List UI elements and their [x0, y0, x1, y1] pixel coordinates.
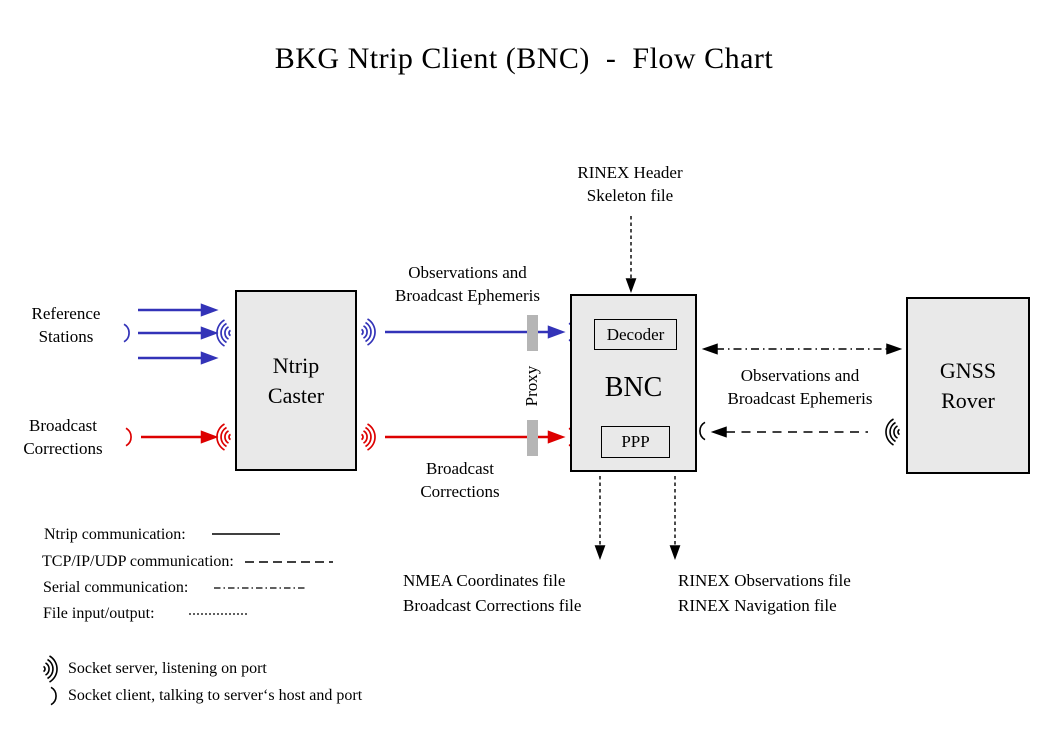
ntrip-caster-label: Ntrip Caster [267, 352, 325, 408]
bnc-label: BNC [604, 372, 663, 403]
reference-stations-arrows [138, 303, 219, 365]
broadcast-corrections-mid-label: Broadcast Corrections [420, 459, 500, 501]
node-ntrip-caster: Ntrip Caster [235, 290, 357, 471]
bnc-output-arrows [594, 476, 681, 561]
legend-serial-label: Serial communication: [43, 579, 189, 596]
socket-client-icon [123, 323, 130, 343]
socket-client-icon [699, 421, 706, 441]
socket-client-icon [125, 427, 132, 447]
socket-server-icon [360, 318, 376, 346]
legend-ntrip-label: Ntrip communication: [44, 526, 186, 543]
gnss-rover-label: GNSS Rover [939, 357, 997, 413]
legend-file-label: File input/output: [43, 605, 155, 622]
socket-server-icon [216, 319, 232, 347]
proxy-bar [527, 315, 538, 351]
ppp-label: PPP [621, 432, 650, 451]
proxy-label: Proxy [522, 365, 541, 407]
node-decoder: Decoder [594, 319, 677, 350]
nmea-outputs-label: NMEA Coordinates file Broadcast Correcti… [403, 571, 582, 615]
socket-server-icon [885, 418, 901, 446]
rinex-header-skeleton-label: RINEX Header Skeleton file [577, 163, 683, 205]
corrections-arrow-mid [385, 430, 566, 444]
socket-server-icon [360, 423, 376, 451]
observations-ephemeris-left-label: Observations and Broadcast Ephemeris [395, 263, 540, 305]
node-bnc: Decoder BNC PPP [570, 294, 697, 472]
socket-server-icon [216, 423, 232, 451]
page-title: BKG Ntrip Client (BNC) - Flow Chart [274, 42, 774, 75]
rinex-skeleton-arrow [625, 216, 637, 294]
corrections-arrow-left [141, 430, 219, 444]
reference-stations-label: Reference Stations [31, 304, 101, 346]
broadcast-corrections-left-label: Broadcast Corrections [23, 416, 103, 458]
node-gnss-rover: GNSS Rover [906, 297, 1030, 474]
serial-double-arrow [701, 343, 903, 355]
socket-client-icon [50, 686, 57, 706]
legend-line-samples [189, 533, 333, 615]
decoder-label: Decoder [606, 324, 665, 344]
legend-tcp-label: TCP/IP/UDP communication: [42, 553, 234, 570]
socket-client-legend-label: Socket client, talking to server‘s host … [68, 687, 363, 704]
observations-ephemeris-right-label: Observations and Broadcast Ephemeris [727, 366, 873, 408]
rinex-outputs-label: RINEX Observations file RINEX Navigation… [678, 571, 851, 615]
rover-dashed-arrow [710, 426, 868, 438]
node-ppp: PPP [601, 426, 670, 458]
socket-server-icon [42, 655, 58, 683]
observations-arrow [385, 325, 566, 339]
proxy-bar [527, 420, 538, 456]
socket-server-legend-label: Socket server, listening on port [68, 660, 267, 677]
